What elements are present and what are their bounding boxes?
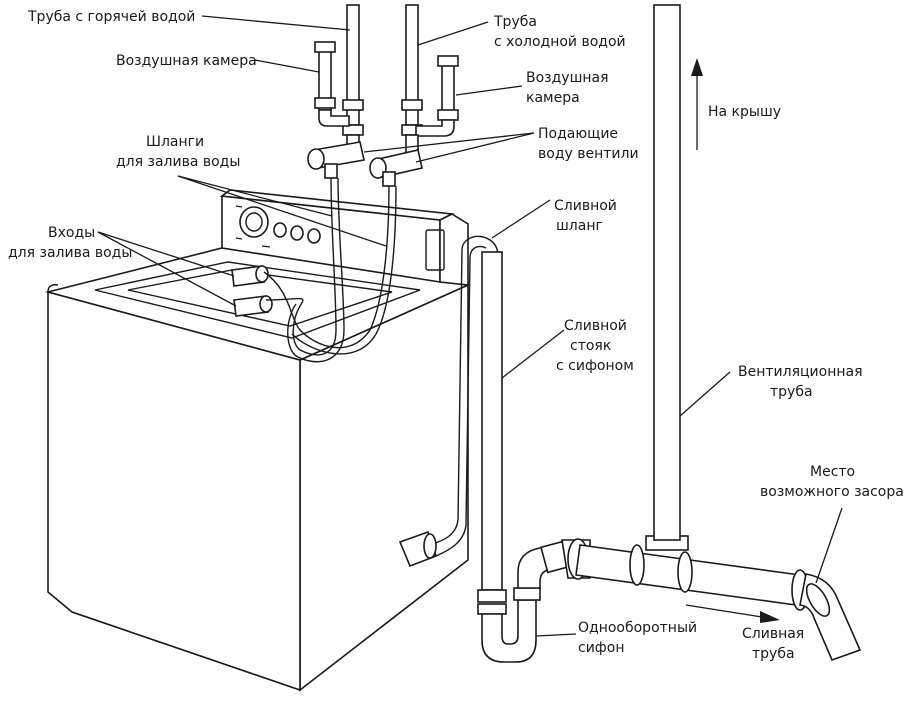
label-trap-2: сифон (578, 640, 624, 656)
label-standpipe-3: с сифоном (556, 358, 634, 374)
drain-hose (461, 235, 499, 257)
drain-system (398, 235, 591, 663)
label-air-chamber-right-2: камера (526, 90, 580, 106)
label-supply-valves-2: воду вентили (538, 146, 639, 162)
flow-arrows (685, 58, 780, 623)
label-to-roof: На крышу (708, 104, 781, 120)
air-chamber-left (314, 41, 350, 127)
label-hot-pipe: Труба с горячей водой (27, 9, 195, 25)
label-supply-valves-1: Подающие (538, 126, 618, 142)
leader-lines (97, 15, 843, 637)
label-air-chamber-left: Воздушная камера (116, 53, 257, 69)
label-clog-2: возможного засора (760, 484, 904, 500)
label-drain-pipe-1: Сливная (742, 626, 804, 642)
drain-standpipe (481, 251, 503, 591)
machine-front-panel (47, 290, 301, 692)
labels: Труба с горячей водой Труба с холодной в… (8, 9, 904, 662)
washing-machine (44, 189, 471, 692)
knob-3 (307, 228, 321, 244)
dial-knob (239, 206, 269, 238)
knob-2 (290, 225, 304, 241)
label-fill-hoses-2: для залива воды (116, 154, 240, 170)
supply-valves (307, 134, 423, 187)
label-vent-pipe-1: Вентиляционная (738, 364, 863, 380)
label-clog-1: Место (810, 464, 855, 480)
water-inlets (231, 265, 273, 317)
label-standpipe-1: Сливной (564, 318, 627, 334)
label-vent-pipe-2: труба (770, 384, 813, 400)
machine-lid (94, 261, 421, 339)
label-air-chamber-right-1: Воздушная (526, 70, 609, 86)
label-standpipe-2: стояк (570, 338, 611, 354)
knob-1 (273, 222, 287, 238)
label-trap-1: Однооборотный (578, 620, 697, 636)
air-chamber-right (415, 55, 459, 137)
fill-hoses (263, 177, 397, 363)
label-cold-pipe-2: с холодной водой (494, 34, 626, 50)
arrow-right-icon (760, 611, 780, 623)
drain-pipe (575, 4, 862, 662)
label-drain-hose-2: шланг (556, 218, 603, 234)
label-fill-hoses-1: Шланги (146, 134, 204, 150)
label-drain-hose-1: Сливной (554, 198, 617, 214)
label-cold-pipe-1: Труба (493, 14, 537, 30)
label-inlets-2: для залива воды (8, 245, 132, 261)
vent-pipe (653, 4, 681, 541)
supply-pipes (307, 4, 459, 187)
arrow-up-icon (691, 58, 703, 76)
label-inlets-1: Входы (48, 225, 95, 241)
label-drain-pipe-2: труба (752, 646, 795, 662)
